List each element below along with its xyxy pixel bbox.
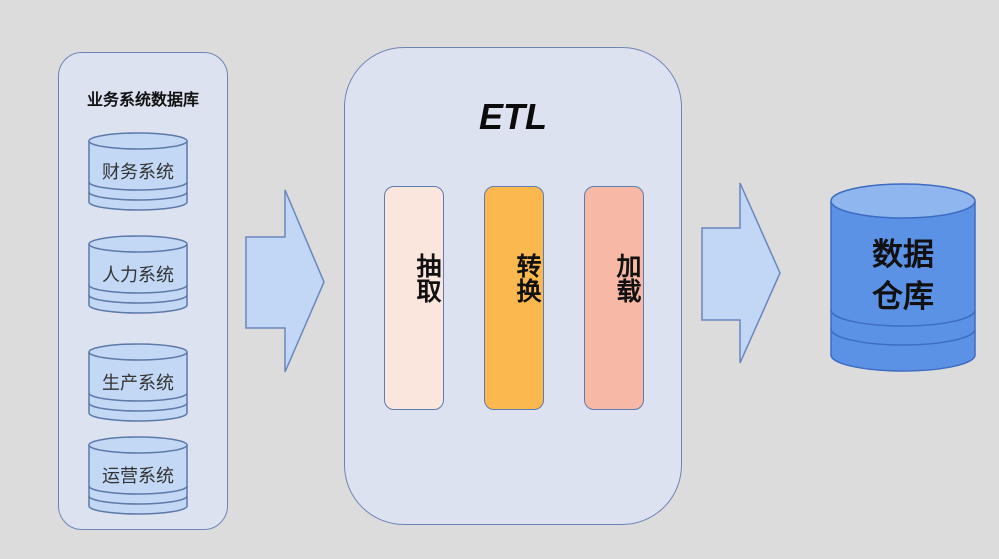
- transform-step-label: 转换: [513, 253, 542, 303]
- extract-step: 抽取: [384, 186, 444, 410]
- production-system-database-icon: 生产系统: [88, 342, 188, 422]
- finance-system-database-icon: 财务系统: [88, 131, 188, 211]
- arrow-right-icon: [245, 189, 325, 373]
- extract-step-label: 抽取: [413, 253, 442, 303]
- data-warehouse-icon: 数据仓库: [829, 182, 977, 374]
- operations-system-database-icon: 运营系统: [88, 435, 188, 515]
- transform-step: 转换: [484, 186, 544, 410]
- arrow-right-icon: [701, 182, 781, 364]
- source-systems-title: 业务系统数据库: [86, 90, 199, 109]
- hr-system-label: 人力系统: [102, 265, 174, 286]
- load-step: 加载: [584, 186, 644, 410]
- operations-system-label: 运营系统: [102, 466, 174, 487]
- data-warehouse-label: 数据仓库: [872, 237, 934, 315]
- etl-title: ETL: [479, 96, 547, 137]
- production-system-label: 生产系统: [102, 373, 174, 394]
- hr-system-database-icon: 人力系统: [88, 234, 188, 314]
- etl-panel: ETL 抽取 转换 加载: [344, 47, 682, 525]
- finance-system-label: 财务系统: [102, 162, 174, 183]
- source-systems-panel: 业务系统数据库 财务系统 人力系统 生产系统: [58, 52, 228, 530]
- load-step-label: 加载: [613, 253, 642, 303]
